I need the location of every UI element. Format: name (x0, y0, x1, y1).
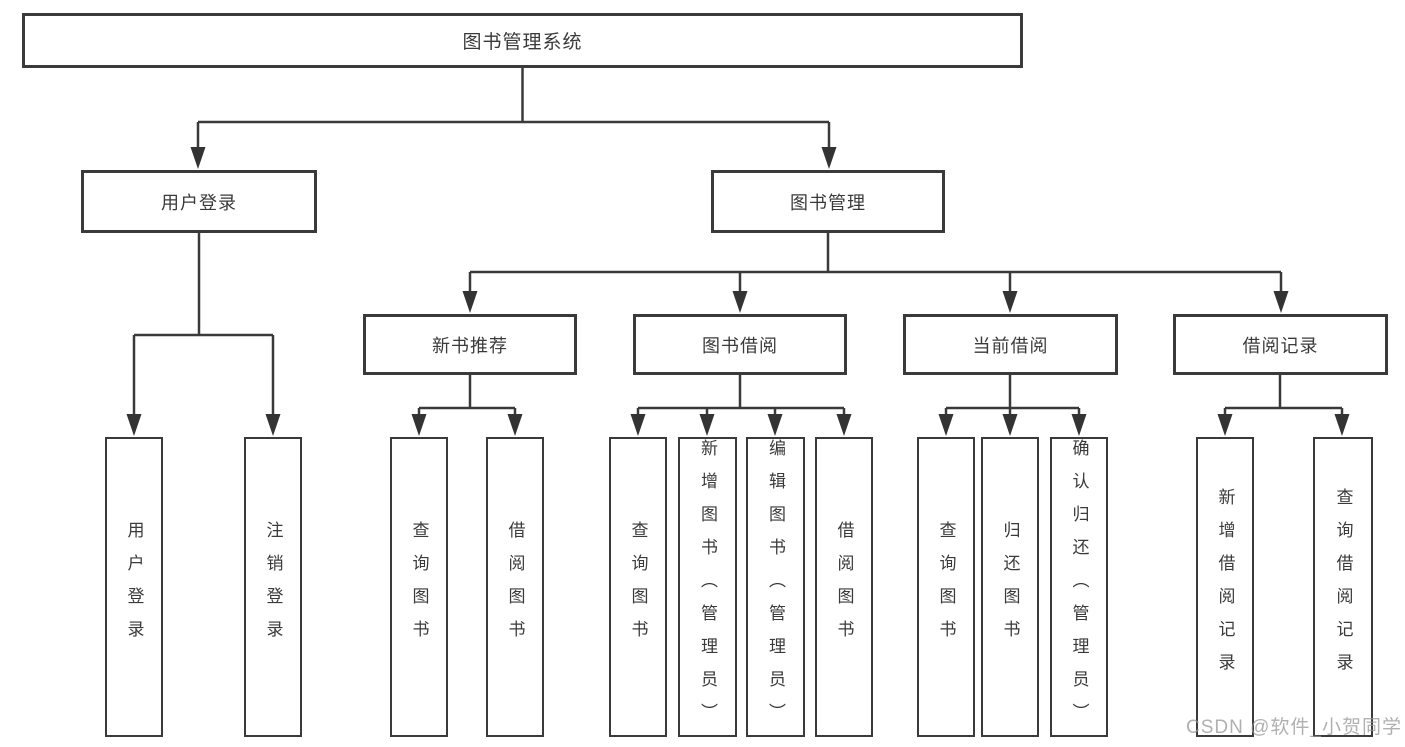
node-label: 图书管理系统 (462, 32, 583, 53)
node-label: 查询借阅记录 (1333, 488, 1353, 686)
node-borrowing-records: 借阅记录 (1173, 314, 1388, 375)
node-leaf-query-borrow-record: 查询借阅记录 (1313, 437, 1373, 737)
node-label: 新增借阅记录 (1215, 488, 1235, 686)
node-book-management-branch: 图书管理 (711, 170, 945, 233)
node-label: 确认归还（管理员） (1069, 439, 1089, 736)
node-label: 借阅记录 (1242, 335, 1319, 356)
node-label: 注销登录 (263, 521, 283, 653)
node-leaf-query-books-1: 查询图书 (390, 437, 448, 737)
node-label: 新增图书（管理员） (698, 439, 717, 736)
node-user-login-branch: 用户登录 (81, 170, 317, 233)
node-label: 当前借阅 (972, 335, 1049, 356)
node-leaf-query-books-3: 查询图书 (917, 437, 975, 737)
node-leaf-borrow-books-1: 借阅图书 (486, 437, 544, 737)
node-leaf-user-login: 用户登录 (105, 437, 163, 737)
node-leaf-return-books: 归还图书 (981, 437, 1039, 737)
node-leaf-add-borrow-record: 新增借阅记录 (1196, 437, 1254, 737)
node-label: 图书借阅 (702, 335, 778, 356)
node-label: 查询图书 (936, 521, 956, 653)
node-leaf-edit-books-admin: 编辑图书（管理员） (746, 437, 805, 737)
node-label: 归还图书 (1000, 521, 1020, 653)
node-leaf-borrow-books-2: 借阅图书 (815, 437, 873, 737)
node-label: 图书管理 (790, 192, 866, 213)
node-label: 借阅图书 (834, 521, 854, 653)
node-label: 查询图书 (409, 521, 429, 653)
node-label: 新书推荐 (432, 335, 508, 356)
node-leaf-add-books-admin: 新增图书（管理员） (678, 437, 737, 737)
node-label: 用户登录 (161, 192, 237, 213)
node-library-management-system: 图书管理系统 (22, 13, 1023, 68)
node-leaf-confirm-return-admin: 确认归还（管理员） (1050, 437, 1108, 737)
node-label: 用户登录 (124, 521, 144, 653)
csdn-watermark: CSDN @软件_小贺同学 (1186, 717, 1402, 738)
node-label: 借阅图书 (505, 521, 525, 653)
node-leaf-query-books-2: 查询图书 (609, 437, 667, 737)
node-label: 编辑图书（管理员） (766, 439, 785, 736)
node-label: 查询图书 (628, 521, 648, 653)
node-book-borrowing: 图书借阅 (633, 314, 847, 375)
node-new-book-recommendation: 新书推荐 (363, 314, 577, 375)
node-current-borrowing: 当前借阅 (903, 314, 1118, 375)
node-leaf-logout: 注销登录 (244, 437, 302, 737)
